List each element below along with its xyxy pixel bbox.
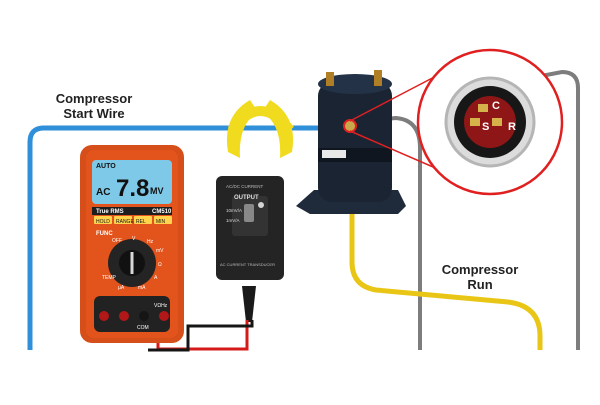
callout-line-top [349,73,441,122]
meter-port-v: VΩHz [154,303,168,309]
clamp-output-label: OUTPUT [234,195,259,201]
callout-line-bottom [349,130,441,171]
terminal-c-label: C [492,100,500,112]
meter-button-label-0: HOLD [96,219,110,225]
black-lead [148,320,254,352]
meter-mode-badge: AUTO [96,163,116,170]
clamp-switch-2: 1mV/A [226,218,240,223]
dial-label-a: A [154,275,158,281]
dial-label-ua: µA [118,285,125,291]
start-wire-label-line-1: Compressor [55,91,133,106]
terminal-r-label: R [508,121,516,133]
terminal-s-label: S [482,121,489,133]
terminal-callout [416,48,564,196]
meter-model: CM510 [152,209,172,215]
meter-unit: MV [150,186,164,196]
meter-true-rms: True RMS [96,209,124,215]
compressor [296,70,406,214]
dial-label-ohm: Ω [158,262,162,268]
meter-button-label-2: REL [136,219,146,225]
meter-reading: 7.8 [116,175,149,202]
meter-ac-label: AC [96,187,110,198]
dial-label-v: V [132,236,136,242]
run-wire-label: Compressor Run [438,262,522,292]
dial-label-off: OFF [112,238,122,244]
gray-wire-left [371,115,422,350]
multimeter [80,145,184,343]
meter-func-label: FUNC [96,231,113,237]
start-wire-label-line-2: Start Wire [63,106,125,121]
dial-label-ma: mA [138,285,146,291]
dial-label-temp: TEMP [102,275,117,281]
dial-label-mv: mV [156,248,164,254]
start-wire [27,125,326,350]
clamp-meter [216,100,294,322]
dial-label-hz: Hz [147,239,154,245]
clamp-header: AC/DC CURRENT [226,184,264,189]
run-wire [349,134,543,350]
start-wire-label: Compressor Start Wire [52,91,136,121]
meter-button-label-1: RANGE [116,219,134,225]
run-wire-label-line-1: Compressor [441,262,519,277]
meter-port-com: COM [137,325,149,331]
run-wire-label-line-2: Run [467,277,493,292]
gray-wire-right [519,69,580,350]
clamp-switch-1: 10mV/A [226,208,242,213]
clamp-bottom-text: AC CURRENT TRANSDUCER [220,262,275,267]
meter-button-label-3: MIN [156,219,166,225]
